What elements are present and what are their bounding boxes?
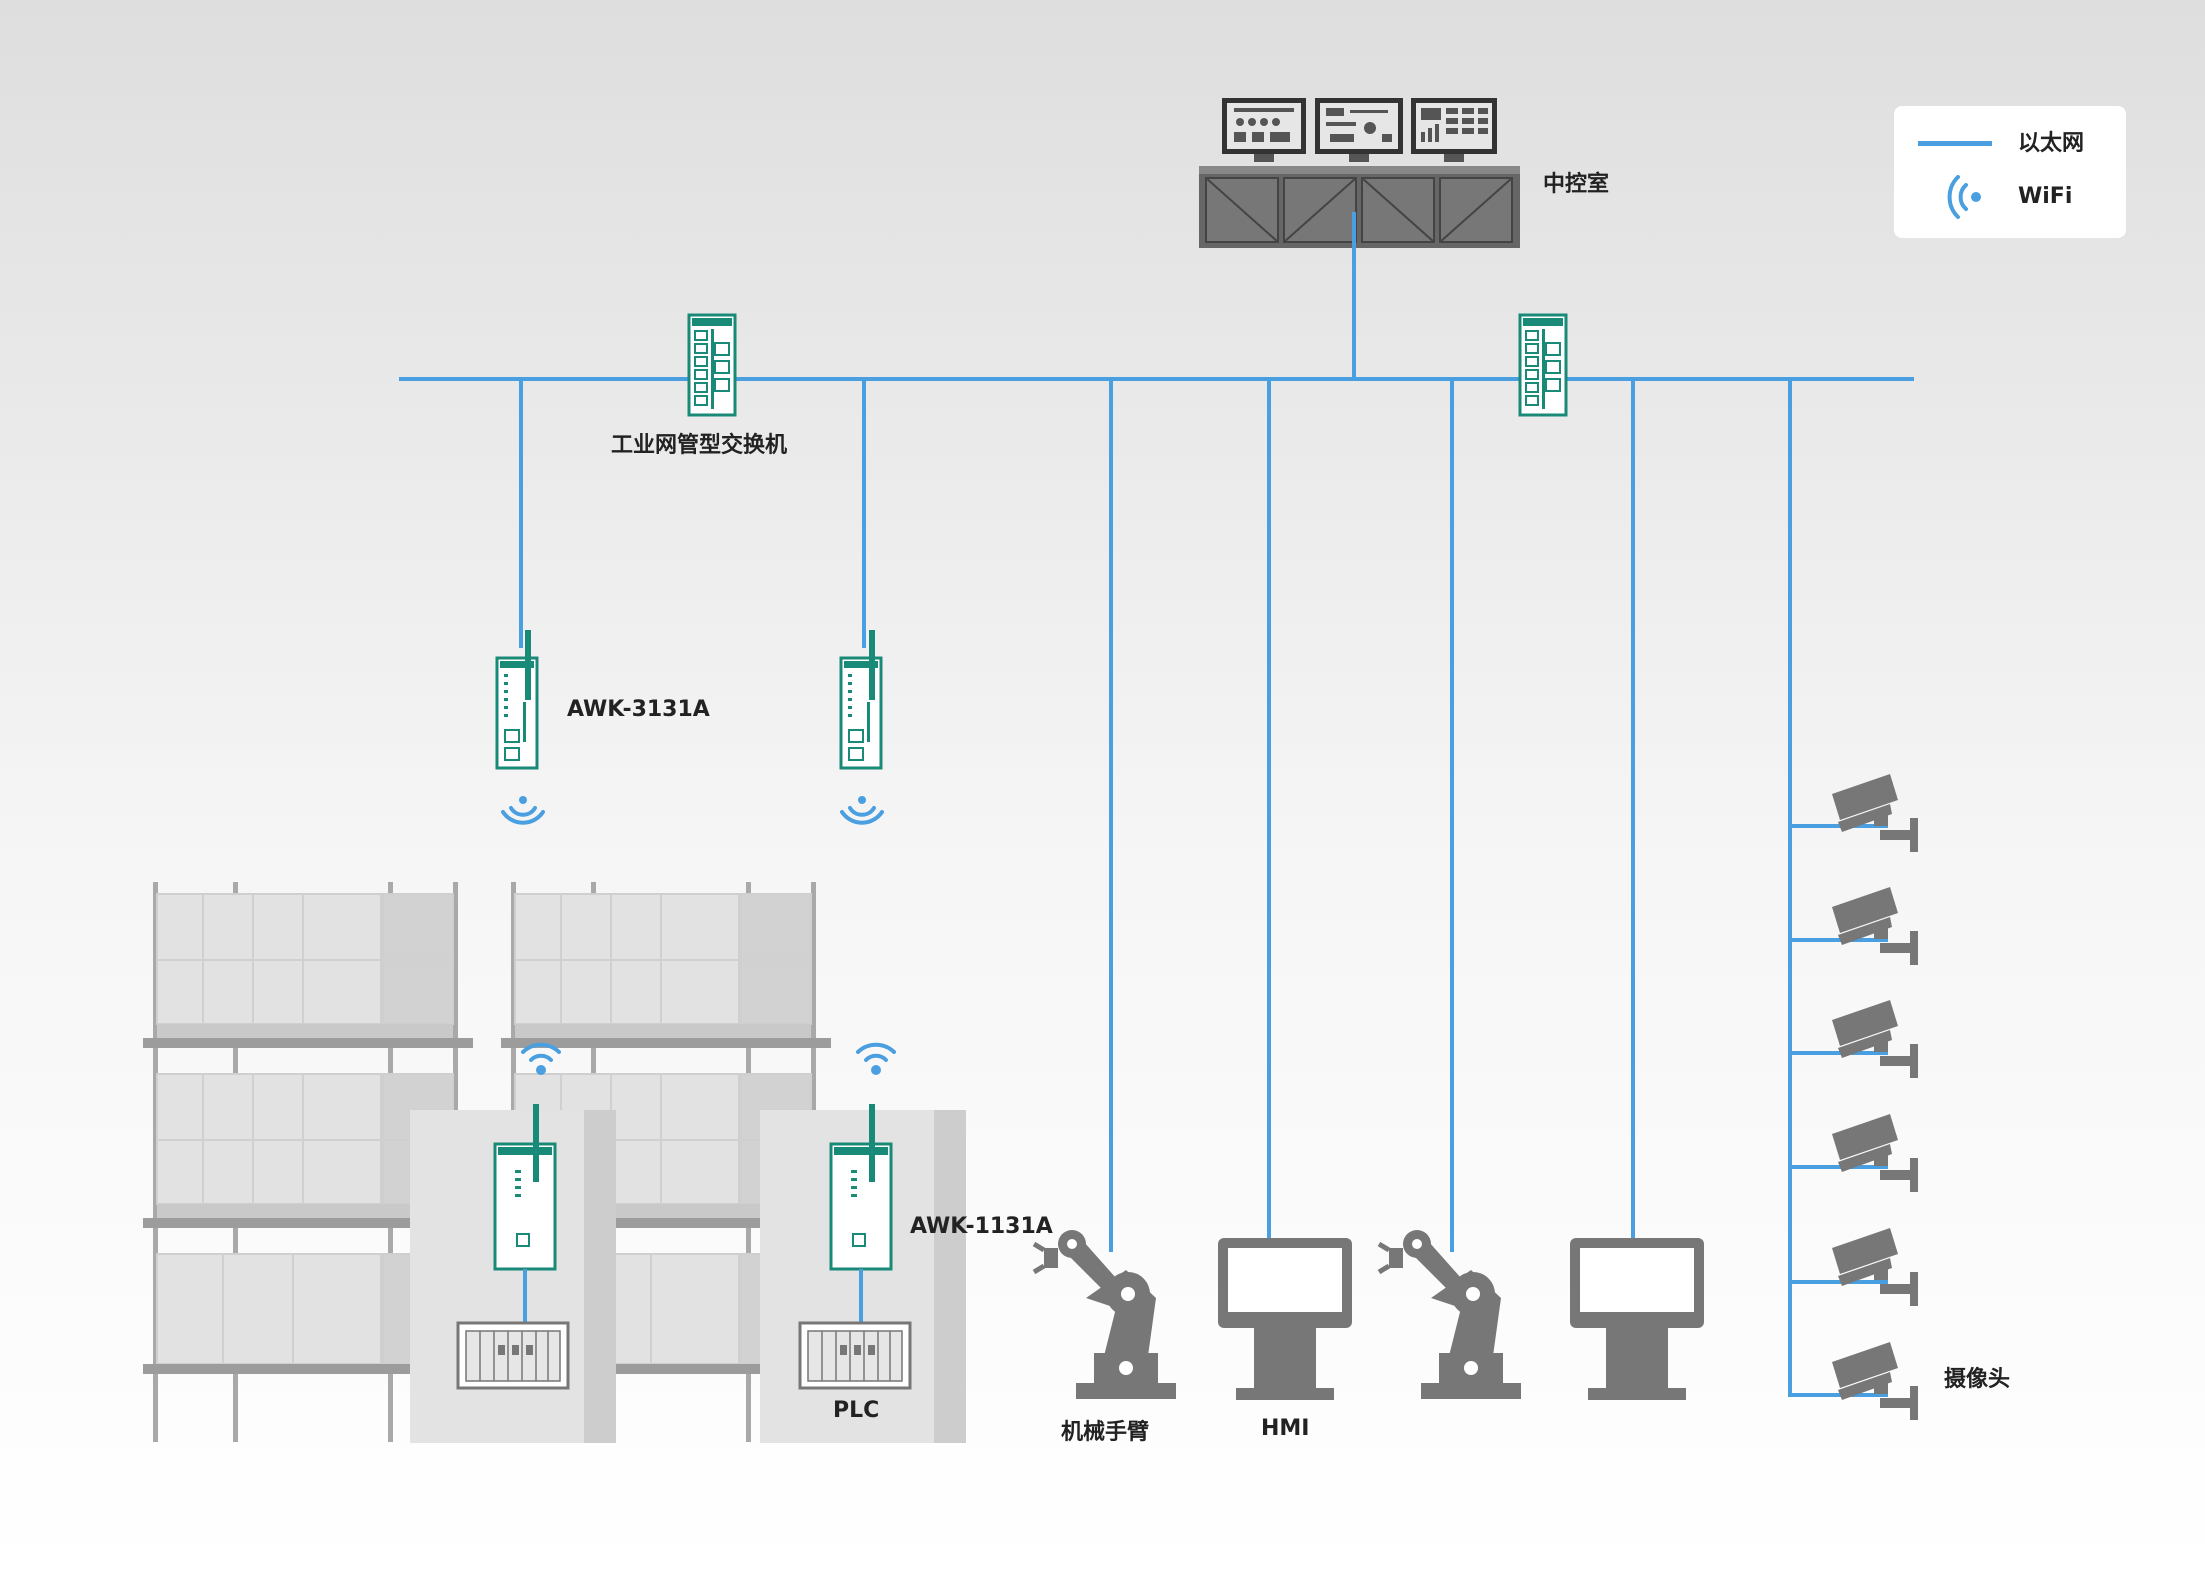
awk1131-label: AWK-1131A bbox=[910, 1214, 1053, 1239]
robot-arm-label: 机械手臂 bbox=[1061, 1419, 1149, 1445]
switch-label: 工业网管型交换机 bbox=[611, 432, 787, 458]
managed-switch-2 bbox=[1518, 313, 1568, 417]
monitor-3 bbox=[1411, 98, 1497, 162]
legend-ethernet-swatch bbox=[1918, 141, 1992, 146]
legend-ethernet-label: 以太网 bbox=[2018, 131, 2084, 156]
legend-wifi-icon bbox=[1947, 175, 1981, 219]
plc-label: PLC bbox=[833, 1398, 879, 1423]
monitor-1 bbox=[1222, 98, 1306, 162]
awk3131-label: AWK-3131A bbox=[567, 697, 710, 722]
plc-1 bbox=[456, 1321, 570, 1390]
managed-switch-1 bbox=[687, 313, 737, 417]
control-room bbox=[1199, 98, 1520, 248]
console-desk bbox=[1199, 166, 1520, 248]
legend-box bbox=[1894, 106, 2126, 238]
control-room-label: 中控室 bbox=[1543, 171, 1609, 197]
ethernet-links bbox=[399, 212, 1914, 1397]
hmi-label: HMI bbox=[1261, 1416, 1310, 1441]
legend: 以太网 WiFi bbox=[1894, 106, 2126, 238]
plc-2 bbox=[798, 1321, 912, 1390]
monitor-2 bbox=[1315, 98, 1403, 162]
legend-wifi-label: WiFi bbox=[2018, 184, 2072, 209]
camera-label: 摄像头 bbox=[1944, 1366, 2010, 1392]
